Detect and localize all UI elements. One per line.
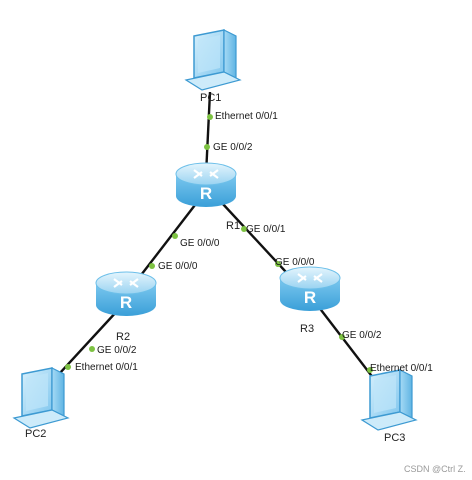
- r3-label: R3: [300, 323, 315, 335]
- r1-label: R1: [226, 220, 241, 232]
- r3-router-icon[interactable]: R: [279, 266, 341, 311]
- port-label-r1-ge000: GE 0/0/0: [180, 238, 220, 249]
- r2-router-icon[interactable]: R: [95, 271, 157, 316]
- port-label-r1-ge001: GE 0/0/1: [246, 224, 286, 235]
- r2-label: R2: [116, 331, 131, 343]
- port-label-pc2-eth: Ethernet 0/0/1: [75, 362, 138, 373]
- r1-router-icon[interactable]: R: [175, 162, 237, 207]
- port-label-pc1-eth: Ethernet 0/0/1: [215, 111, 278, 122]
- port-label-r2-ge002: GE 0/0/2: [97, 345, 137, 356]
- link-pc1-r1[interactable]: [204, 91, 212, 176]
- r3-glyph: R: [304, 288, 316, 307]
- port-label-r3-ge000: GE 0/0/0: [275, 257, 315, 268]
- pc2-label: PC2: [25, 428, 47, 440]
- pc1-label: PC1: [200, 92, 222, 104]
- port-dot-r1-ge000: [172, 233, 178, 239]
- port-label-r2-ge000: GE 0/0/0: [158, 261, 198, 272]
- port-dot-r1-ge001: [241, 226, 247, 232]
- port-dot-r3-ge002: [339, 334, 345, 340]
- port-label-pc3-eth: Ethernet 0/0/1: [370, 363, 433, 374]
- pc3-icon[interactable]: [360, 369, 418, 431]
- port-dots: [65, 114, 373, 373]
- port-dot-r2-ge002: [89, 346, 95, 352]
- r1-glyph: R: [200, 184, 212, 203]
- port-dot-pc3-eth: [367, 367, 373, 373]
- pc3-label: PC3: [384, 432, 406, 444]
- port-dot-r2-ge000: [149, 263, 155, 269]
- pc2-icon[interactable]: [12, 367, 70, 429]
- port-dot-r1-ge002: [204, 144, 210, 150]
- port-label-r3-ge002: GE 0/0/2: [342, 330, 382, 341]
- r2-glyph: R: [120, 293, 132, 312]
- port-dot-r3-ge000: [275, 261, 281, 267]
- port-label-r1-ge002: GE 0/0/2: [213, 142, 253, 153]
- pc1-icon[interactable]: [184, 29, 242, 91]
- port-dot-pc1-eth: [207, 114, 213, 120]
- port-dot-pc2-eth: [65, 364, 71, 370]
- watermark: CSDN @Ctrl Z.: [404, 464, 466, 474]
